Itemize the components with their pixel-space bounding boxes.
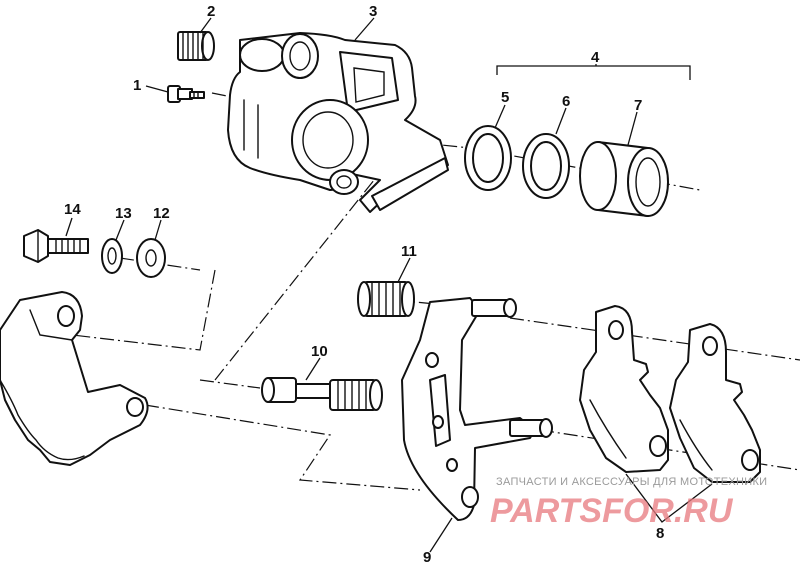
callout-3: 3 [369, 3, 377, 20]
callout-leader-lines [65, 17, 713, 553]
part-1-bleeder-screw [167, 85, 205, 103]
part-2-threaded-pin [177, 31, 215, 61]
callout-13: 13 [115, 205, 132, 222]
part-11-threaded-pin [357, 281, 415, 317]
watermark-caption: ЗАПЧАСТИ И АКСЕССУАРЫ ДЛЯ МОТОТЕХНИКИ [496, 476, 767, 488]
callout-5: 5 [501, 89, 509, 106]
part-12-flat-washer [136, 238, 166, 278]
part-5-seal-ring [464, 125, 512, 191]
callout-6: 6 [562, 93, 570, 110]
part-3-caliper-body [227, 32, 449, 213]
callout-numbers: 2 1 3 4 5 6 7 14 13 12 11 10 8 9 [64, 3, 664, 565]
callout-4: 4 [591, 49, 600, 66]
part-6-seal-ring [522, 133, 570, 199]
watermark: ЗАПЧАСТИ И АКСЕССУАРЫ ДЛЯ МОТОТЕХНИКИ PA… [490, 476, 767, 530]
callout-8: 8 [656, 525, 664, 542]
callout-10: 10 [311, 343, 328, 360]
callout-11: 11 [401, 243, 417, 260]
part-10-slide-pin [261, 377, 383, 411]
callout-14: 14 [64, 201, 81, 218]
callout-9: 9 [423, 549, 431, 565]
part-9-caliper-bracket [401, 297, 553, 521]
part-13-lock-washer [101, 238, 123, 274]
callout-1: 1 [133, 77, 141, 94]
watermark-logo: PARTSFOR.RU [490, 492, 734, 530]
callout-7: 7 [634, 97, 642, 114]
part-14-bolt [23, 229, 89, 263]
callout-12: 12 [153, 205, 170, 222]
part-8-brake-pads [579, 305, 761, 483]
callout-2: 2 [207, 3, 215, 20]
fork-leg-bracket [0, 291, 149, 466]
part-7-piston [579, 141, 669, 217]
